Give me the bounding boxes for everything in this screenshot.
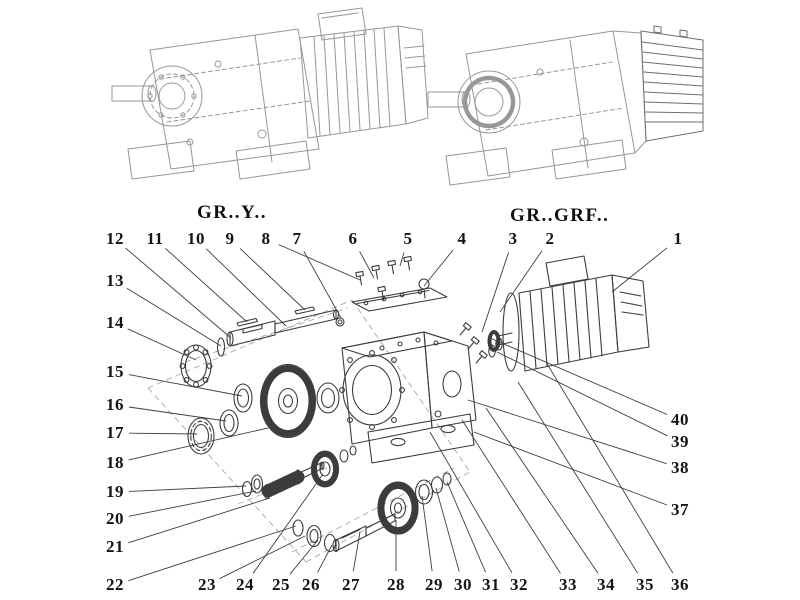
oil-seal: [233, 383, 253, 413]
ring: [250, 474, 264, 494]
gear-housing: [339, 331, 477, 464]
inspection-cover: [351, 287, 448, 312]
ring: [349, 445, 357, 456]
adapter-flange: [612, 30, 647, 154]
drain-plug: [434, 410, 442, 418]
housing-base: [367, 413, 475, 464]
terminal-box: [317, 7, 367, 41]
finned-cover-box: [640, 25, 704, 142]
large-gear: [259, 363, 317, 439]
motor-pinion: [487, 330, 501, 352]
mounting-foot: [445, 147, 511, 186]
circlip: [216, 337, 226, 357]
intermediate-shaft-assembly: [241, 445, 357, 500]
washer: [241, 480, 253, 498]
eye-bolt: [418, 278, 430, 290]
fan-cowl: [397, 25, 429, 125]
key: [294, 306, 316, 315]
housing-front: [341, 331, 433, 445]
motor-flange: [502, 292, 520, 372]
model-label-gr-grf: GR..GRF..: [510, 205, 610, 226]
terminal-box: [545, 255, 589, 287]
pinion-shaft: [261, 470, 305, 498]
gr-grf-assembled-drawing: [427, 25, 704, 186]
shaft: [335, 525, 367, 552]
front-hub: [141, 65, 203, 127]
washer: [292, 519, 304, 537]
mounting-foot: [235, 140, 311, 180]
bearing: [414, 479, 434, 505]
motor-fins: [529, 278, 603, 369]
mid-bearing: [316, 382, 340, 414]
front-hub: [457, 70, 521, 134]
housing-top: [341, 331, 453, 358]
motor-fins: [313, 27, 391, 137]
construction-lines: [147, 299, 471, 563]
output-shaft: [427, 91, 467, 108]
output-shaft-assembly: [226, 306, 340, 347]
spacer-ring: [219, 409, 239, 437]
vent-plug: [335, 317, 345, 327]
ring: [430, 476, 444, 494]
mounting-foot: [551, 139, 627, 180]
housing-side: [423, 331, 477, 429]
ring: [339, 449, 349, 463]
output-shaft: [229, 320, 276, 347]
ring: [306, 524, 322, 548]
input-bore: [442, 370, 462, 398]
circlip: [442, 472, 452, 486]
motor: [487, 255, 650, 372]
key: [236, 317, 259, 327]
gearbox-body: [149, 28, 320, 170]
gr-y-assembled-drawing: [111, 7, 429, 180]
model-label-gr-y: GR..Y..: [197, 202, 267, 223]
mounting-foot: [127, 140, 195, 180]
gearbox-body: [465, 30, 636, 177]
second-stage-shaft-assembly: [292, 472, 452, 553]
exploded-view: [147, 255, 650, 563]
seal-bearing-stack: [179, 337, 253, 455]
input-hardware: [456, 322, 503, 366]
output-shaft: [111, 85, 153, 102]
keyway: [242, 323, 263, 334]
